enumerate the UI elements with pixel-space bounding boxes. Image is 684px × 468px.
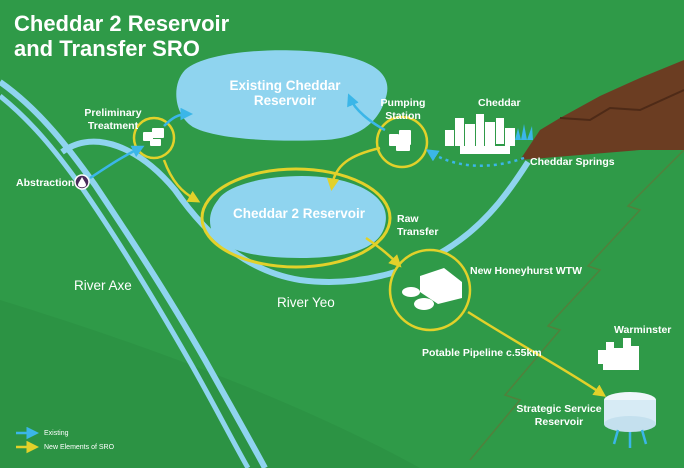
cheddar-town (445, 114, 515, 154)
arrow-treatment-to-cheddar2 (162, 159, 201, 203)
river-yeo-label: River Yeo (277, 295, 335, 310)
preliminary-line2: Treatment (87, 120, 139, 132)
raw-line2: Transfer (397, 226, 439, 238)
title-line1: Cheddar 2 Reservoir (14, 11, 230, 36)
pumping-line1: Pumping (380, 97, 426, 109)
pumping-line2: Station (385, 110, 421, 122)
existing-reservoir-line2: Reservoir (253, 93, 317, 108)
raw-transfer-label: Raw Transfer (397, 213, 438, 239)
abstraction-icon (74, 174, 90, 190)
arrow-cheddar2-to-honeyhurst (365, 236, 402, 268)
honeyhurst-buildings (402, 268, 462, 310)
pumping-buildings (389, 130, 411, 151)
cheddar2-label: Cheddar 2 Reservoir (232, 206, 366, 221)
zigzag-line (469, 149, 684, 461)
service-reservoir (604, 392, 656, 448)
cheddar-label: Cheddar (478, 97, 521, 109)
cliff (520, 60, 684, 160)
river-yeo (60, 138, 531, 285)
page-title: Cheddar 2 Reservoir and Transfer SRO (14, 11, 229, 61)
preliminary-line1: Preliminary (84, 107, 142, 119)
background-shade (0, 300, 420, 468)
arrow-abstraction-to-treatment (89, 145, 145, 180)
preliminary-buildings (143, 128, 164, 146)
service-line2: Reservoir (534, 416, 584, 428)
legend-new: New Elements of SRO (38, 440, 114, 454)
existing-reservoir-shape (176, 50, 388, 141)
raw-line1: Raw (397, 213, 419, 225)
service-reservoir-label: Strategic Service Reservoir (516, 403, 602, 429)
warminster-town (598, 338, 639, 370)
pipeline-label: Potable Pipeline c.55km (422, 347, 542, 359)
arrow-pumping-to-existing (347, 93, 386, 132)
honeyhurst-label: New Honeyhurst WTW (470, 265, 582, 277)
river-axe (0, 79, 268, 468)
warminster-label: Warminster (614, 324, 672, 336)
cheddar-springs-label: Cheddar Springs (530, 156, 615, 168)
title-line2: and Transfer SRO (14, 36, 200, 61)
springs-icon (515, 124, 533, 140)
pumping-label: Pumping Station (380, 97, 426, 123)
existing-reservoir-label: Existing Cheddar Reservoir (195, 78, 375, 108)
arrow-springs-to-pumping (425, 149, 525, 167)
arrow-pumping-to-cheddar2 (326, 146, 381, 191)
arrow-pipeline (467, 310, 607, 397)
river-axe-label: River Axe (74, 278, 132, 293)
service-line1: Strategic Service (516, 403, 602, 415)
cliff-ridge (559, 89, 684, 122)
abstraction-label: Abstraction (16, 177, 75, 189)
cheddar2-shape (210, 176, 386, 258)
cheddar2-ring (200, 167, 392, 269)
existing-reservoir-line1: Existing Cheddar (229, 78, 341, 93)
preliminary-label: Preliminary Treatment (68, 107, 158, 133)
arrow-treatment-to-existing (163, 107, 193, 127)
legend-existing-text: Existing (44, 429, 69, 437)
legend-new-text: New Elements of SRO (44, 443, 115, 451)
legend-existing: Existing (38, 426, 69, 440)
